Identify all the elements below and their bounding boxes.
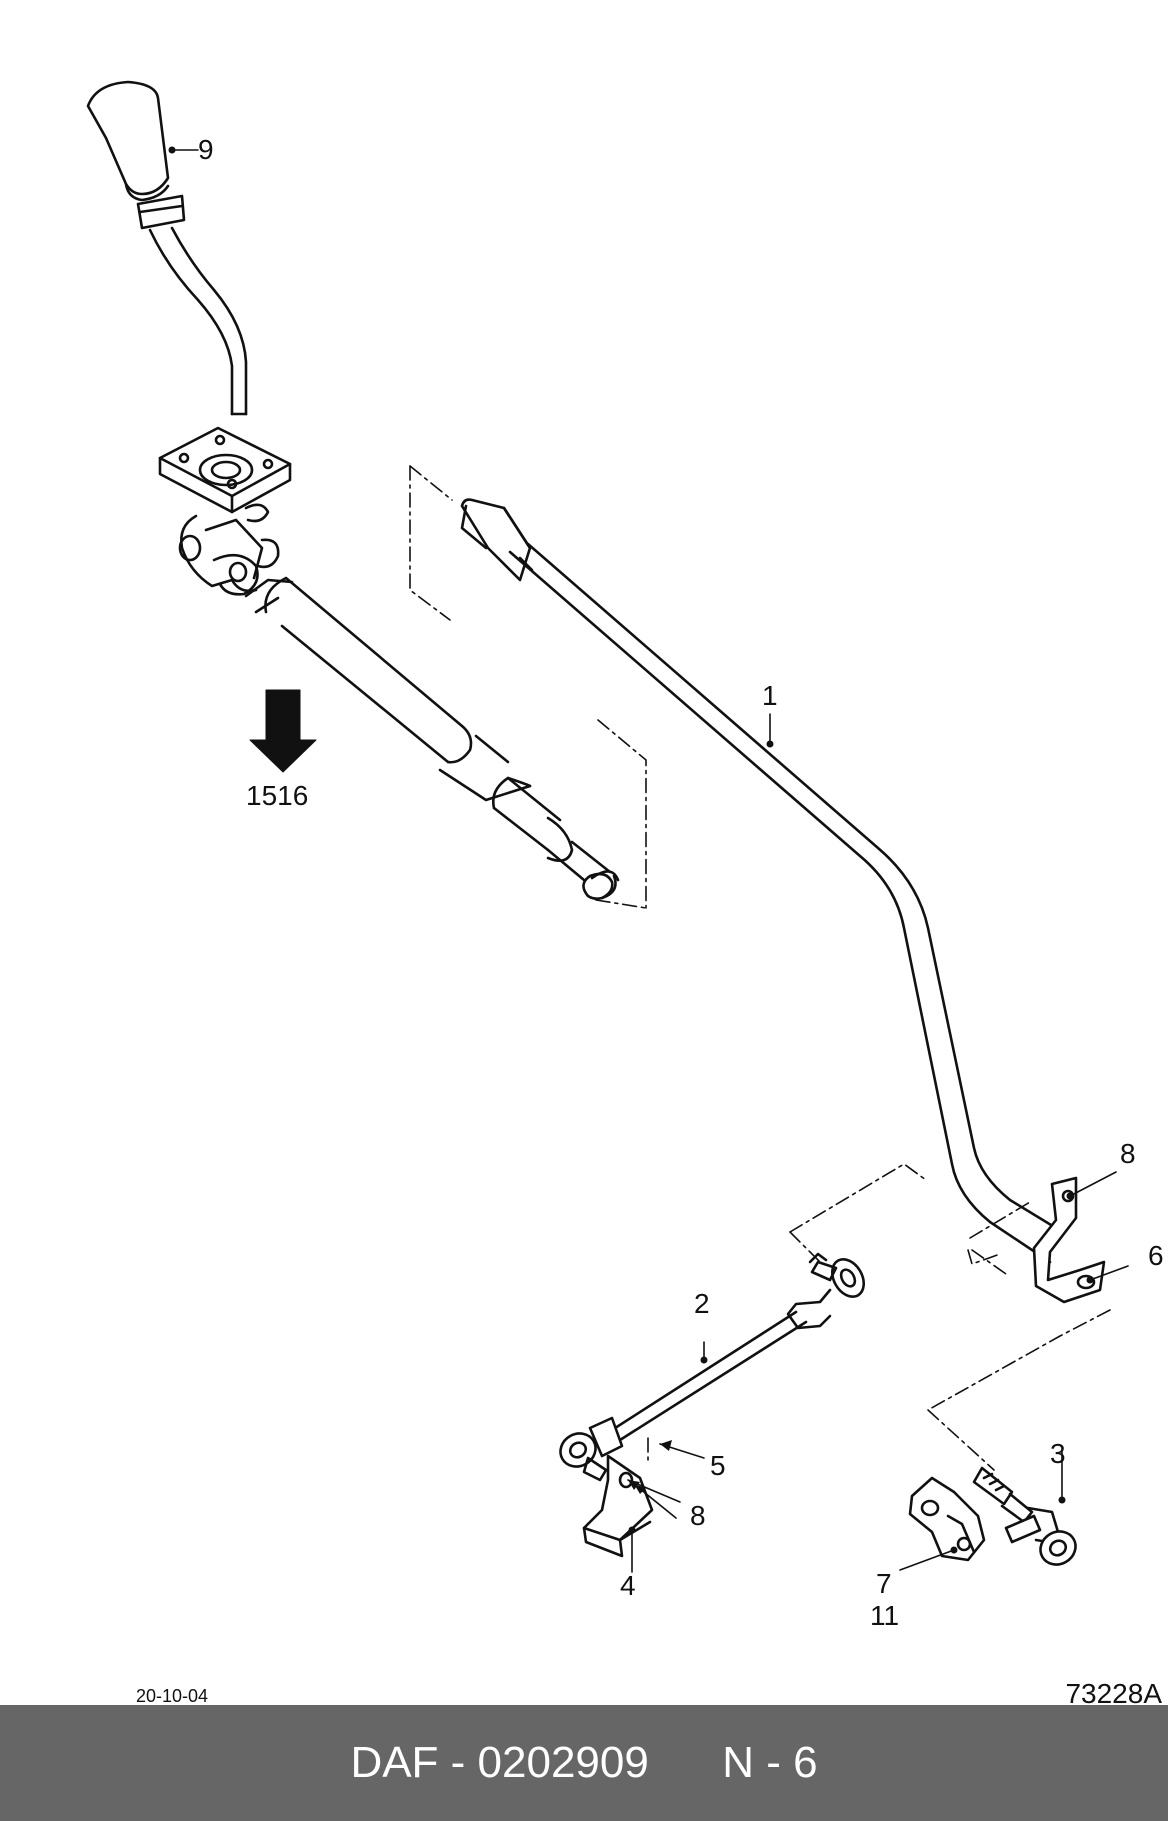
lever-base-plate xyxy=(158,426,292,523)
callout-5: 5 xyxy=(710,1450,726,1481)
footer-separator: - xyxy=(438,1738,478,1787)
leader-dots xyxy=(168,146,1094,1554)
column-shaft xyxy=(244,576,620,900)
callout-7: 7 xyxy=(876,1568,892,1599)
callout-1: 1 xyxy=(762,680,778,711)
link-rod-part xyxy=(559,1252,866,1482)
leader-lines xyxy=(171,149,1129,1573)
exploded-parts-drawing xyxy=(86,80,1129,1573)
callout-1516: 1516 xyxy=(246,780,309,811)
reference-arrow-icon xyxy=(249,689,317,773)
footer-gap xyxy=(649,1738,722,1788)
callout-8-upper: 8 xyxy=(1120,1138,1136,1169)
gear-knob-part xyxy=(86,80,186,230)
drawing-number: 73228A xyxy=(1065,1678,1162,1709)
phantom-box-upper xyxy=(409,465,647,909)
ball-joint-part xyxy=(972,1466,1077,1566)
phantom-box-lower xyxy=(647,1163,1111,1471)
shift-rod-part xyxy=(460,498,1058,1264)
footer-page-ref: N - 6 xyxy=(722,1738,818,1787)
callout-4: 4 xyxy=(620,1570,636,1601)
callout-2: 2 xyxy=(694,1288,710,1319)
clamp-part xyxy=(908,1476,986,1562)
footer-bar: DAF - 0202909 N - 6 xyxy=(0,1705,1168,1821)
drawing-date: 20-10-04 xyxy=(136,1686,209,1706)
callout-6: 6 xyxy=(1148,1240,1164,1271)
callout-8-lower: 8 xyxy=(690,1500,706,1531)
footer-part-number: 0202909 xyxy=(477,1738,649,1787)
universal-joint xyxy=(178,514,280,596)
callout-9: 9 xyxy=(198,134,214,165)
callout-3: 3 xyxy=(1050,1438,1066,1469)
gear-lever-rod xyxy=(148,226,248,416)
footer-brand: DAF xyxy=(350,1738,439,1787)
callout-11: 11 xyxy=(870,1600,900,1631)
small-bracket-part xyxy=(582,1454,654,1558)
